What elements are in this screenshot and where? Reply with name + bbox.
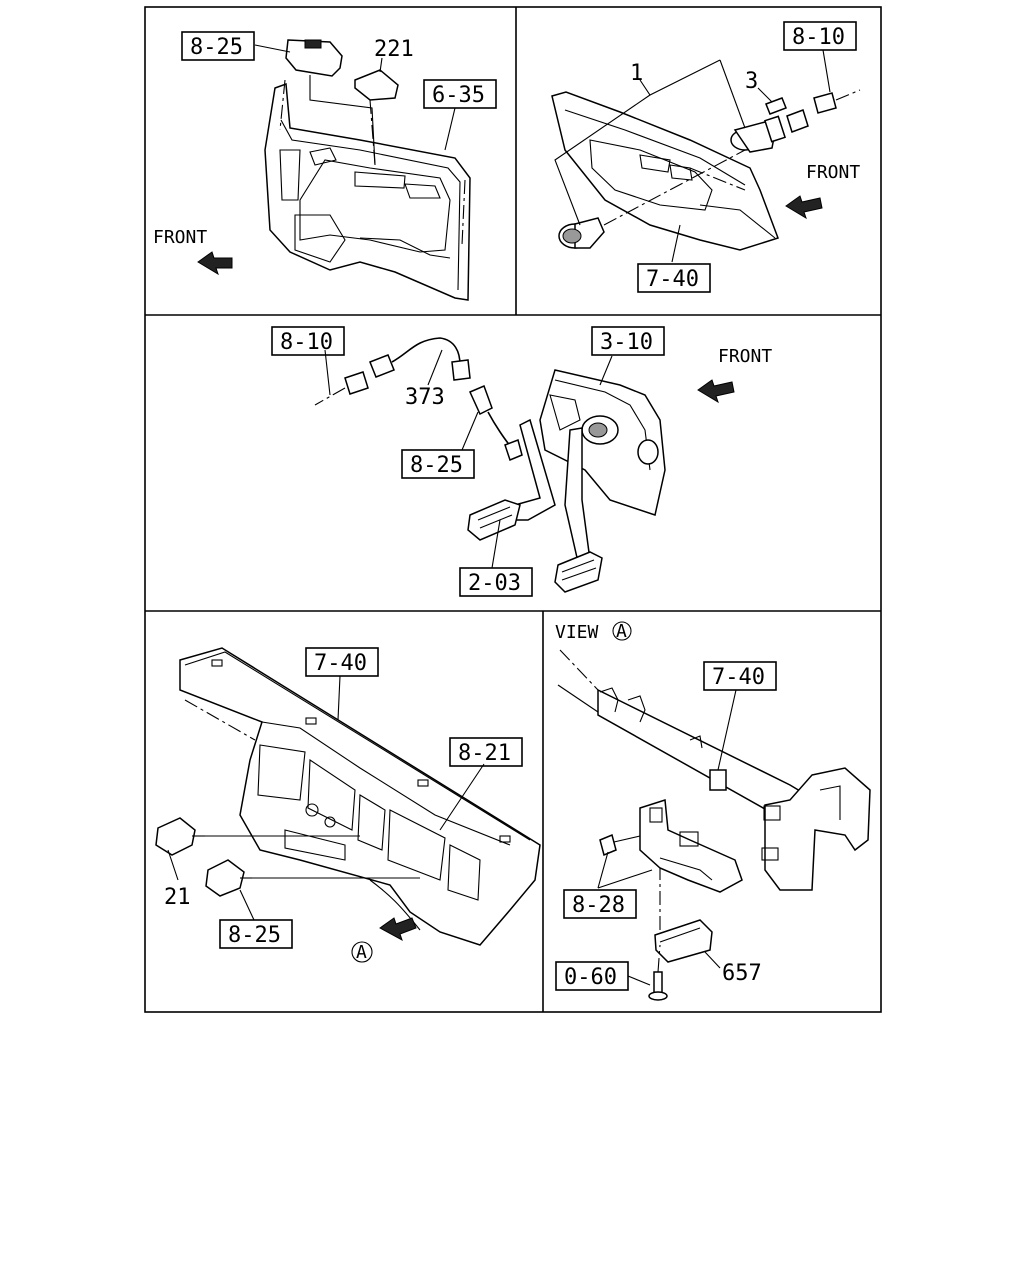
label-p2-7-40: 7-40 [646,267,699,292]
view-a-marker [351,941,373,963]
panel-view-a [557,621,871,1001]
label-p2-1: 1 [630,61,643,86]
panel-lighter [551,49,861,263]
panel-frames [144,6,882,1013]
stop-switch-part [469,384,523,462]
callout-labels: 8-25 221 6-35 FRONT 1 3 8-10 FRONT 7-40 … [153,21,860,991]
front-arrow-icon [697,379,735,404]
label-p5-0-60: 0-60 [564,965,617,990]
label-p3-373: 373 [405,385,445,410]
panel-pedal [314,337,735,593]
label-p2-front: FRONT [806,162,860,183]
label-p1-221: 221 [374,37,414,62]
label-p2-8-10: 8-10 [792,25,845,50]
bolt-part [599,833,617,857]
label-p3-2-03: 2-03 [468,571,521,596]
connector-part [786,109,809,133]
label-p5-8-28: 8-28 [572,893,625,918]
bulb-part [765,97,787,115]
connector-8-10-part [813,92,837,114]
front-arrow-icon [785,195,823,220]
door-trim-panel [264,82,471,301]
panel-dashboard [155,647,541,963]
screw-0-60-part [648,971,668,1001]
switch-21-part [155,817,205,856]
harness-373-part [314,337,471,406]
label-p4-7-40: 7-40 [314,651,367,676]
lighter-knob-part [558,217,605,249]
label-p3-8-10: 8-10 [280,330,333,355]
label-p5-view-a: A [616,621,627,642]
bracket-657-part [654,919,713,963]
label-p5-view: VIEW [555,622,599,643]
mounting-bracket-part [639,769,743,893]
lighter-socket-part [730,115,787,153]
label-p5-657: 657 [722,961,762,986]
brake-pedal-part [511,418,556,521]
label-p3-3-10: 3-10 [600,330,653,355]
view-a-arrow-icon [379,917,417,942]
label-p4-8-25: 8-25 [228,923,281,948]
label-p4-21: 21 [164,885,191,910]
switch-8-25-part [205,859,252,897]
label-p1-front: FRONT [153,227,207,248]
label-p3-8-25: 8-25 [410,453,463,478]
label-p3-front: FRONT [718,346,772,367]
label-p1-6-35: 6-35 [432,83,485,108]
label-p4-a: A [356,942,367,963]
label-p2-3: 3 [745,69,758,94]
label-p5-7-40: 7-40 [712,665,765,690]
front-arrow-icon [197,251,233,276]
window-switch-part [285,39,343,77]
label-p4-8-21: 8-21 [458,741,511,766]
panel-door-trim [197,39,471,301]
side-bracket-part [764,767,871,891]
label-p1-8-25: 8-25 [190,35,243,60]
clutch-pedal-pad [554,551,603,593]
brake-pedal-pad [467,499,521,541]
cover-221-part [354,69,399,101]
